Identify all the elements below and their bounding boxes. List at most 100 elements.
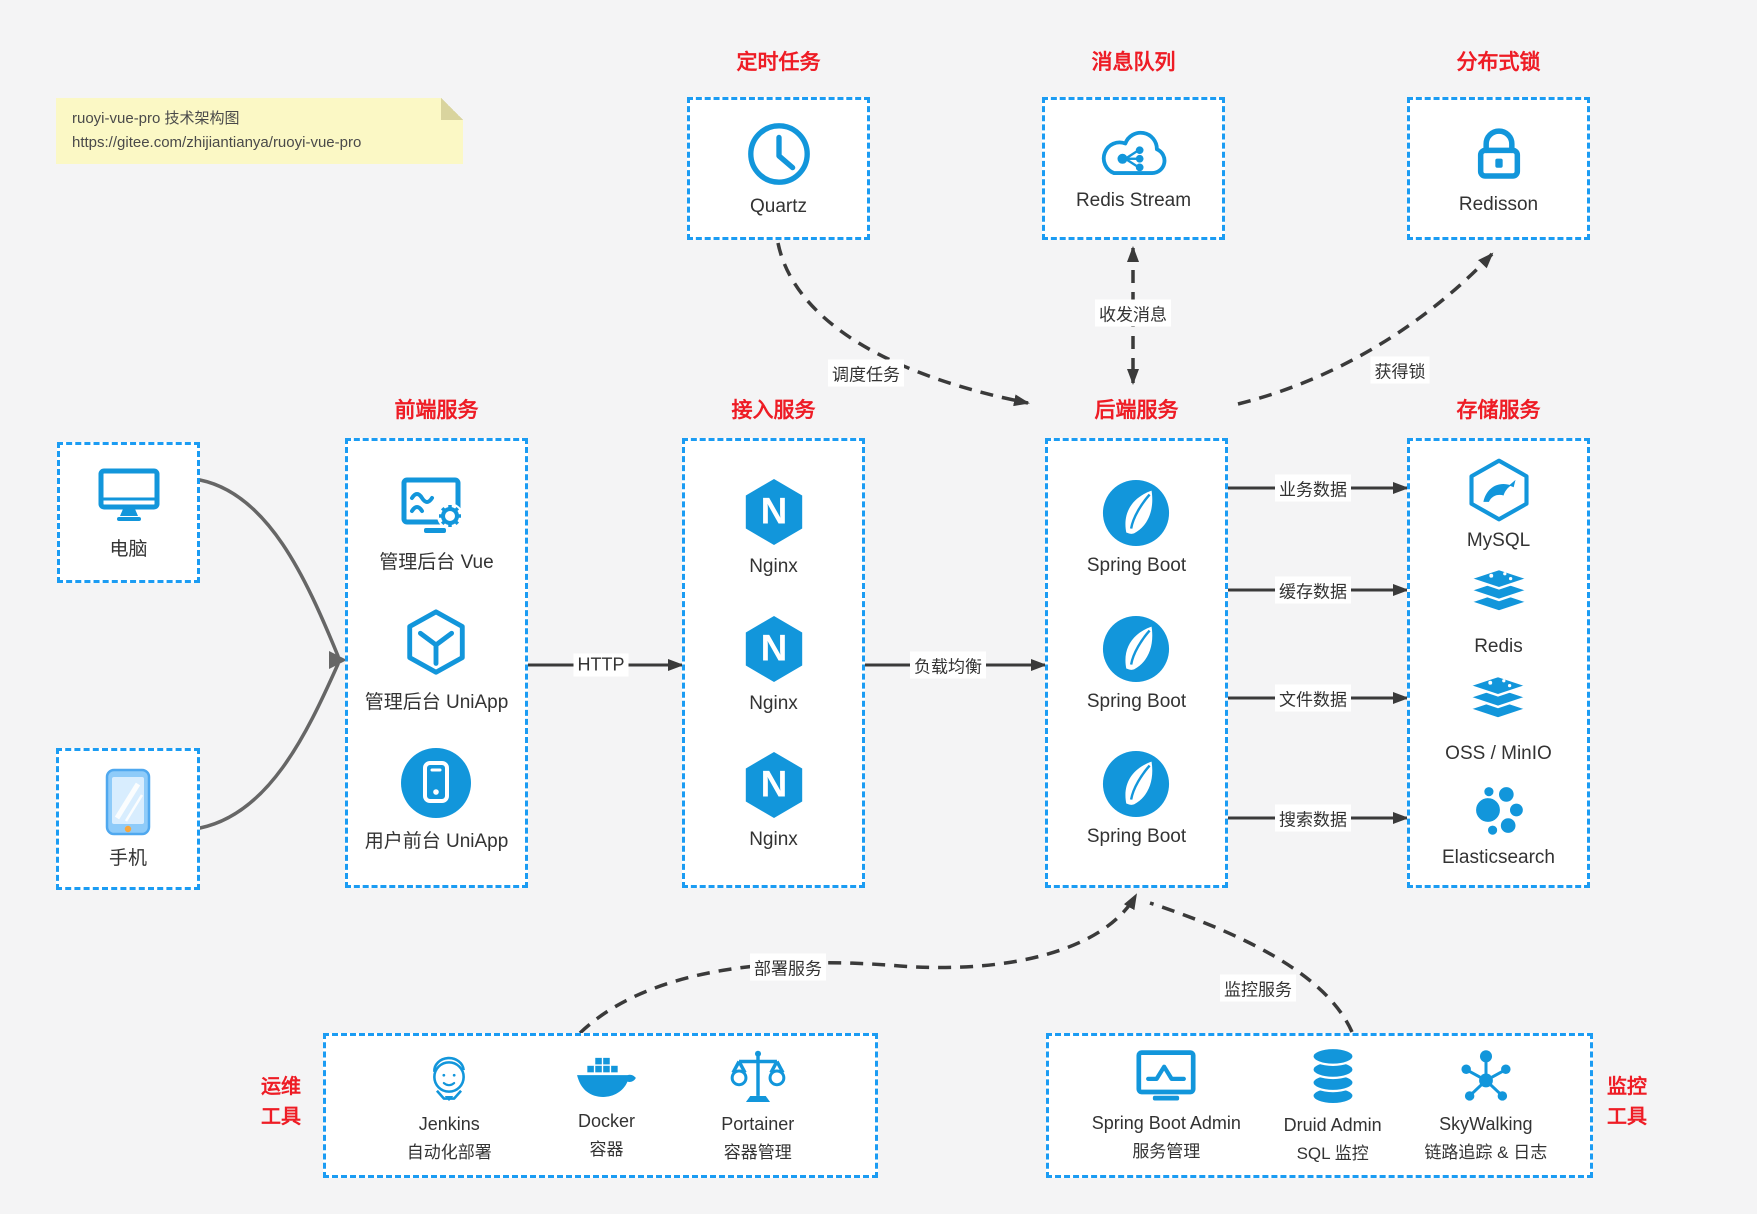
group-title-lock: 分布式锁 [1456, 51, 1541, 74]
node-springboot-2: Spring Boot [1087, 614, 1186, 713]
tool-desc: 服务管理 [1132, 1142, 1201, 1161]
group-title-scheduler: 定时任务 [736, 51, 821, 74]
tool-desc: SQL 监控 [1296, 1144, 1369, 1163]
database-icon [1303, 1045, 1363, 1109]
monitoring-title-line2: 工具 [1607, 1106, 1647, 1128]
tool-name: Jenkins [418, 1114, 480, 1134]
nginx-icon: N [739, 748, 809, 822]
node-nginx-3: N Nginx [739, 748, 809, 851]
mysql-icon [1464, 457, 1534, 523]
admin-screen-gear-icon [397, 474, 475, 540]
tool-desc: 容器管理 [723, 1143, 792, 1162]
group-title-mq: 消息队列 [1091, 51, 1176, 74]
column-title-gateway: 接入服务 [731, 399, 816, 422]
springboot-icon [1101, 749, 1171, 819]
pc-box: 电脑 [57, 442, 200, 583]
client-curves [198, 478, 340, 830]
edge-label-message: 收发消息 [1095, 299, 1171, 327]
monitoring-title-line1: 监控 [1607, 1076, 1647, 1098]
node-label: Redis Stream [1075, 190, 1192, 211]
node-nginx-1: N Nginx [739, 475, 809, 578]
node-druid-admin: Druid Admin SQL 监控 [1284, 1045, 1382, 1166]
frontend-panel: 管理后台 Vue 管理后台 UniApp [345, 438, 528, 888]
edge-label-monitor-service: 监控服务 [1220, 974, 1296, 1002]
gateway-panel: N Nginx N Nginx N Nginx [682, 438, 865, 888]
tool-desc: 自动化部署 [406, 1143, 492, 1162]
springboot-icon [1101, 614, 1171, 684]
note-fold-corner [441, 98, 463, 120]
tool-desc: 链路追踪 & 日志 [1424, 1143, 1548, 1162]
node-springboot-3: Spring Boot [1087, 749, 1186, 848]
springboot-icon [1101, 478, 1171, 548]
node-nginx-2: N Nginx [739, 612, 809, 715]
edge-label-load-balance: 负载均衡 [910, 651, 986, 679]
node-phone: 手机 [104, 768, 152, 870]
svg-text:N: N [760, 764, 787, 805]
clock-icon [744, 119, 814, 189]
edge-label-http: HTTP [573, 653, 629, 677]
node-pc: 电脑 [93, 465, 165, 561]
node-springboot-1: Spring Boot [1087, 478, 1186, 577]
redisson-box: Redisson [1407, 97, 1590, 240]
redis-stack-icon [1464, 567, 1534, 629]
ops-title-line1: 运维 [261, 1076, 301, 1098]
trace-network-icon [1455, 1046, 1517, 1108]
node-label: 管理后台 UniApp [364, 692, 509, 713]
tool-name: SkyWalking [1439, 1114, 1533, 1134]
node-label: Quartz [749, 196, 808, 217]
node-docker: Docker 容器 [572, 1049, 640, 1162]
edge-label-file-data: 文件数据 [1275, 684, 1351, 712]
edge-label-cache-data: 缓存数据 [1275, 576, 1351, 604]
node-label: Redis [1474, 636, 1523, 658]
nginx-icon: N [739, 612, 809, 686]
note-url: https://gitee.com/zhijiantianya/ruoyi-vu… [72, 134, 362, 151]
node-label: 管理后台 Vue [379, 551, 494, 573]
edge-label-schedule-task: 调度任务 [828, 359, 904, 387]
monitoring-tools-title: 监控 工具 [1607, 1072, 1687, 1132]
node-label: OSS / MinIO [1445, 742, 1552, 764]
node-label: Spring Boot [1086, 826, 1187, 848]
svg-text:N: N [760, 490, 787, 531]
node-redisson: Redisson [1459, 121, 1538, 216]
uniapp-cube-icon [400, 606, 472, 680]
backend-panel: Spring Boot Spring Boot Spring Boot [1045, 438, 1228, 888]
node-label: Spring Boot [1086, 554, 1187, 576]
tool-name: Spring Boot Admin [1091, 1113, 1241, 1133]
ops-tools-panel: Jenkins 自动化部署 Docker 容器 [323, 1033, 878, 1178]
node-label: 用户前台 UniApp [364, 830, 509, 852]
quartz-box: Quartz [687, 97, 870, 240]
tool-desc: 容器 [589, 1140, 624, 1159]
phone-box: 手机 [56, 748, 200, 890]
admin-monitor-chart-icon [1132, 1047, 1200, 1107]
redis-stream-box: Redis Stream [1042, 97, 1225, 240]
node-label: Redisson [1458, 194, 1539, 215]
node-elasticsearch: Elasticsearch [1442, 780, 1555, 869]
node-mysql: MySQL [1464, 457, 1534, 552]
column-title-backend: 后端服务 [1094, 399, 1179, 422]
tool-name: Portainer [721, 1114, 795, 1134]
object-storage-stack-icon [1463, 674, 1533, 736]
node-redis-stream: Redis Stream [1076, 125, 1191, 212]
node-label: Spring Boot [1086, 690, 1187, 712]
node-label: Nginx [749, 555, 798, 577]
node-quartz: Quartz [744, 119, 814, 218]
elasticsearch-cluster-icon [1466, 780, 1532, 840]
svg-text:N: N [760, 627, 787, 668]
docker-whale-icon [572, 1049, 640, 1105]
node-label: Nginx [749, 829, 798, 851]
smartphone-icon [104, 768, 152, 836]
node-oss-minio: OSS / MinIO [1445, 674, 1552, 765]
storage-panel: MySQL Redis [1407, 438, 1590, 888]
node-skywalking: SkyWalking 链路追踪 & 日志 [1424, 1046, 1547, 1165]
cloud-stream-icon [1091, 125, 1175, 183]
tool-name: Druid Admin [1283, 1115, 1382, 1135]
nginx-icon: N [739, 475, 809, 549]
node-redis: Redis [1464, 567, 1534, 658]
computer-icon [93, 465, 165, 527]
sticky-note: ruoyi-vue-pro 技术架构图 https://gitee.com/zh… [56, 98, 463, 164]
node-label: Nginx [749, 692, 798, 714]
user-app-circle-icon [400, 747, 472, 819]
node-jenkins: Jenkins 自动化部署 [407, 1046, 492, 1165]
tool-name: Docker [577, 1111, 635, 1131]
